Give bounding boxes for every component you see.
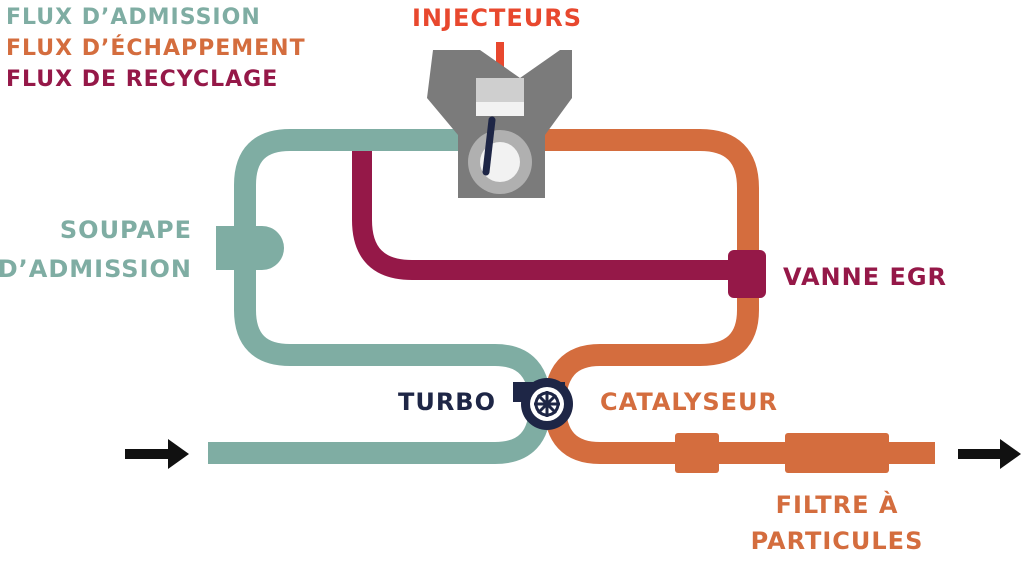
legend-intake: FLUX D’ADMISSION — [6, 5, 261, 30]
intake-valve-label-line2: D’ADMISSION — [0, 255, 192, 283]
egr-valve-icon — [728, 250, 766, 298]
intake-valve-icon — [216, 226, 284, 270]
inlet-arrow-icon — [125, 439, 189, 469]
legend-recycle: FLUX DE RECYCLAGE — [6, 67, 278, 92]
intake-pipe — [208, 129, 552, 464]
legend-exhaust: FLUX D’ÉCHAPPEMENT — [6, 35, 306, 61]
injectors-label: INJECTEURS — [412, 4, 582, 32]
particulate-filter-segment — [675, 433, 719, 473]
engine-block-icon — [427, 50, 572, 198]
turbo-label: TURBO — [398, 388, 496, 416]
recycle-pipe — [352, 140, 740, 280]
intake-valve-label-line1: SOUPAPE — [60, 216, 192, 244]
particulate-filter-body — [785, 433, 889, 473]
turbo-icon — [513, 378, 573, 430]
outlet-arrow-icon — [958, 439, 1021, 469]
particulate-filter-label-line2: PARTICULES — [751, 527, 924, 555]
particulate-filter-label-line1: FILTRE À — [776, 490, 899, 519]
catalyst-label: CATALYSEUR — [600, 388, 778, 416]
exhaust-pipe — [540, 129, 935, 464]
egr-valve-label: VANNE EGR — [783, 263, 947, 291]
